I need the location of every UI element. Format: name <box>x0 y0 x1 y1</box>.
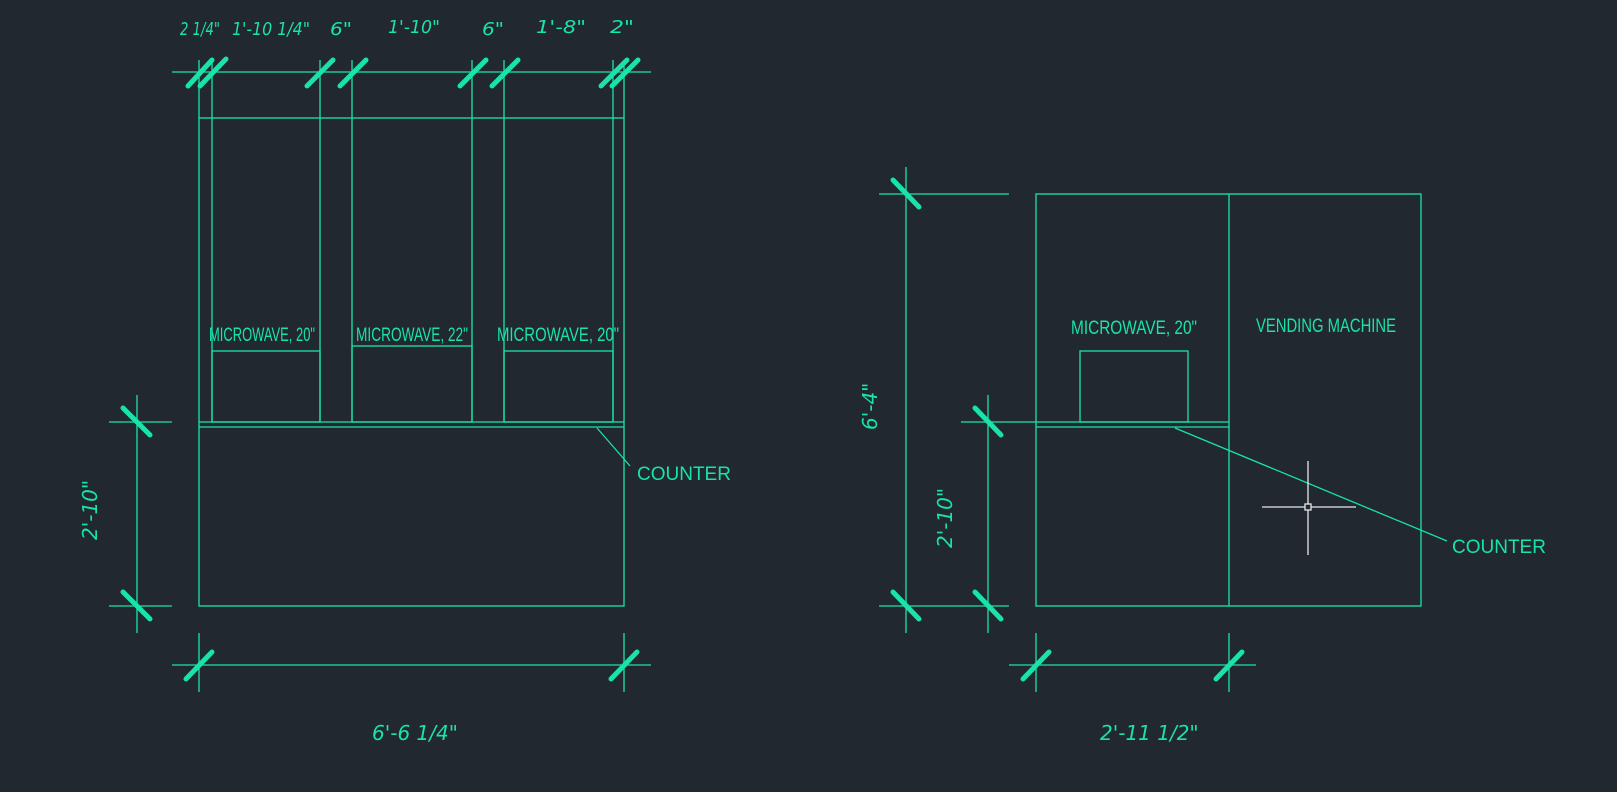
cabinet-outline <box>198 117 625 607</box>
microwave-box-2 <box>351 345 473 423</box>
width-dimension <box>1009 633 1256 692</box>
left-height-dim-text: 2'-10" <box>78 480 102 540</box>
overall-height-dim-text: 6'-4" <box>858 383 882 430</box>
dim-6-b: 6" <box>482 19 504 40</box>
width-dim-text: 2'-11 1/2" <box>1100 721 1199 745</box>
microwave-label: MICROWAVE, 20" <box>1071 318 1197 339</box>
microwave-box-3 <box>503 350 614 423</box>
dim-2-1-4: 2 1/4" <box>180 19 220 40</box>
dim-1-10-1-4: 1'-10 1/4" <box>232 19 310 40</box>
dim-6-a: 6" <box>330 19 352 40</box>
counter-height-dim-text: 2'-10" <box>933 488 957 548</box>
overall-height-dimension <box>879 167 1009 633</box>
vending-machine-label: VENDING MACHINE <box>1256 316 1396 337</box>
right-elevation: MICROWAVE, 20" VENDING MACHINE 6'-4" 2'-… <box>858 167 1546 745</box>
counter-leader <box>1174 427 1448 542</box>
left-elevation: MICROWAVE, 20" MICROWAVE, 22" MICROWAVE,… <box>78 17 731 745</box>
microwave-box <box>1079 350 1189 423</box>
partition-lines <box>198 60 625 422</box>
counter-height-dimension <box>961 395 1036 633</box>
top-dimension-chain <box>172 56 651 89</box>
counter-label: COUNTER <box>1452 537 1546 558</box>
width-dimension <box>172 633 651 692</box>
crosshair-cursor-icon <box>1262 461 1356 555</box>
counter-leader <box>596 427 631 467</box>
microwave-label-1: MICROWAVE, 20" <box>209 325 315 346</box>
dim-1-10: 1'-10" <box>388 17 440 38</box>
microwave-box-1 <box>211 350 321 423</box>
microwave-label-3: MICROWAVE, 20" <box>497 325 619 346</box>
counter-height-dimension <box>109 395 172 633</box>
counter-label: COUNTER <box>637 464 731 485</box>
dim-1-8: 1'-8" <box>536 17 586 38</box>
microwave-label-2: MICROWAVE, 22" <box>356 325 468 346</box>
dim-2: 2" <box>610 17 634 38</box>
left-width-dim-text: 6'-6 1/4" <box>372 721 458 745</box>
